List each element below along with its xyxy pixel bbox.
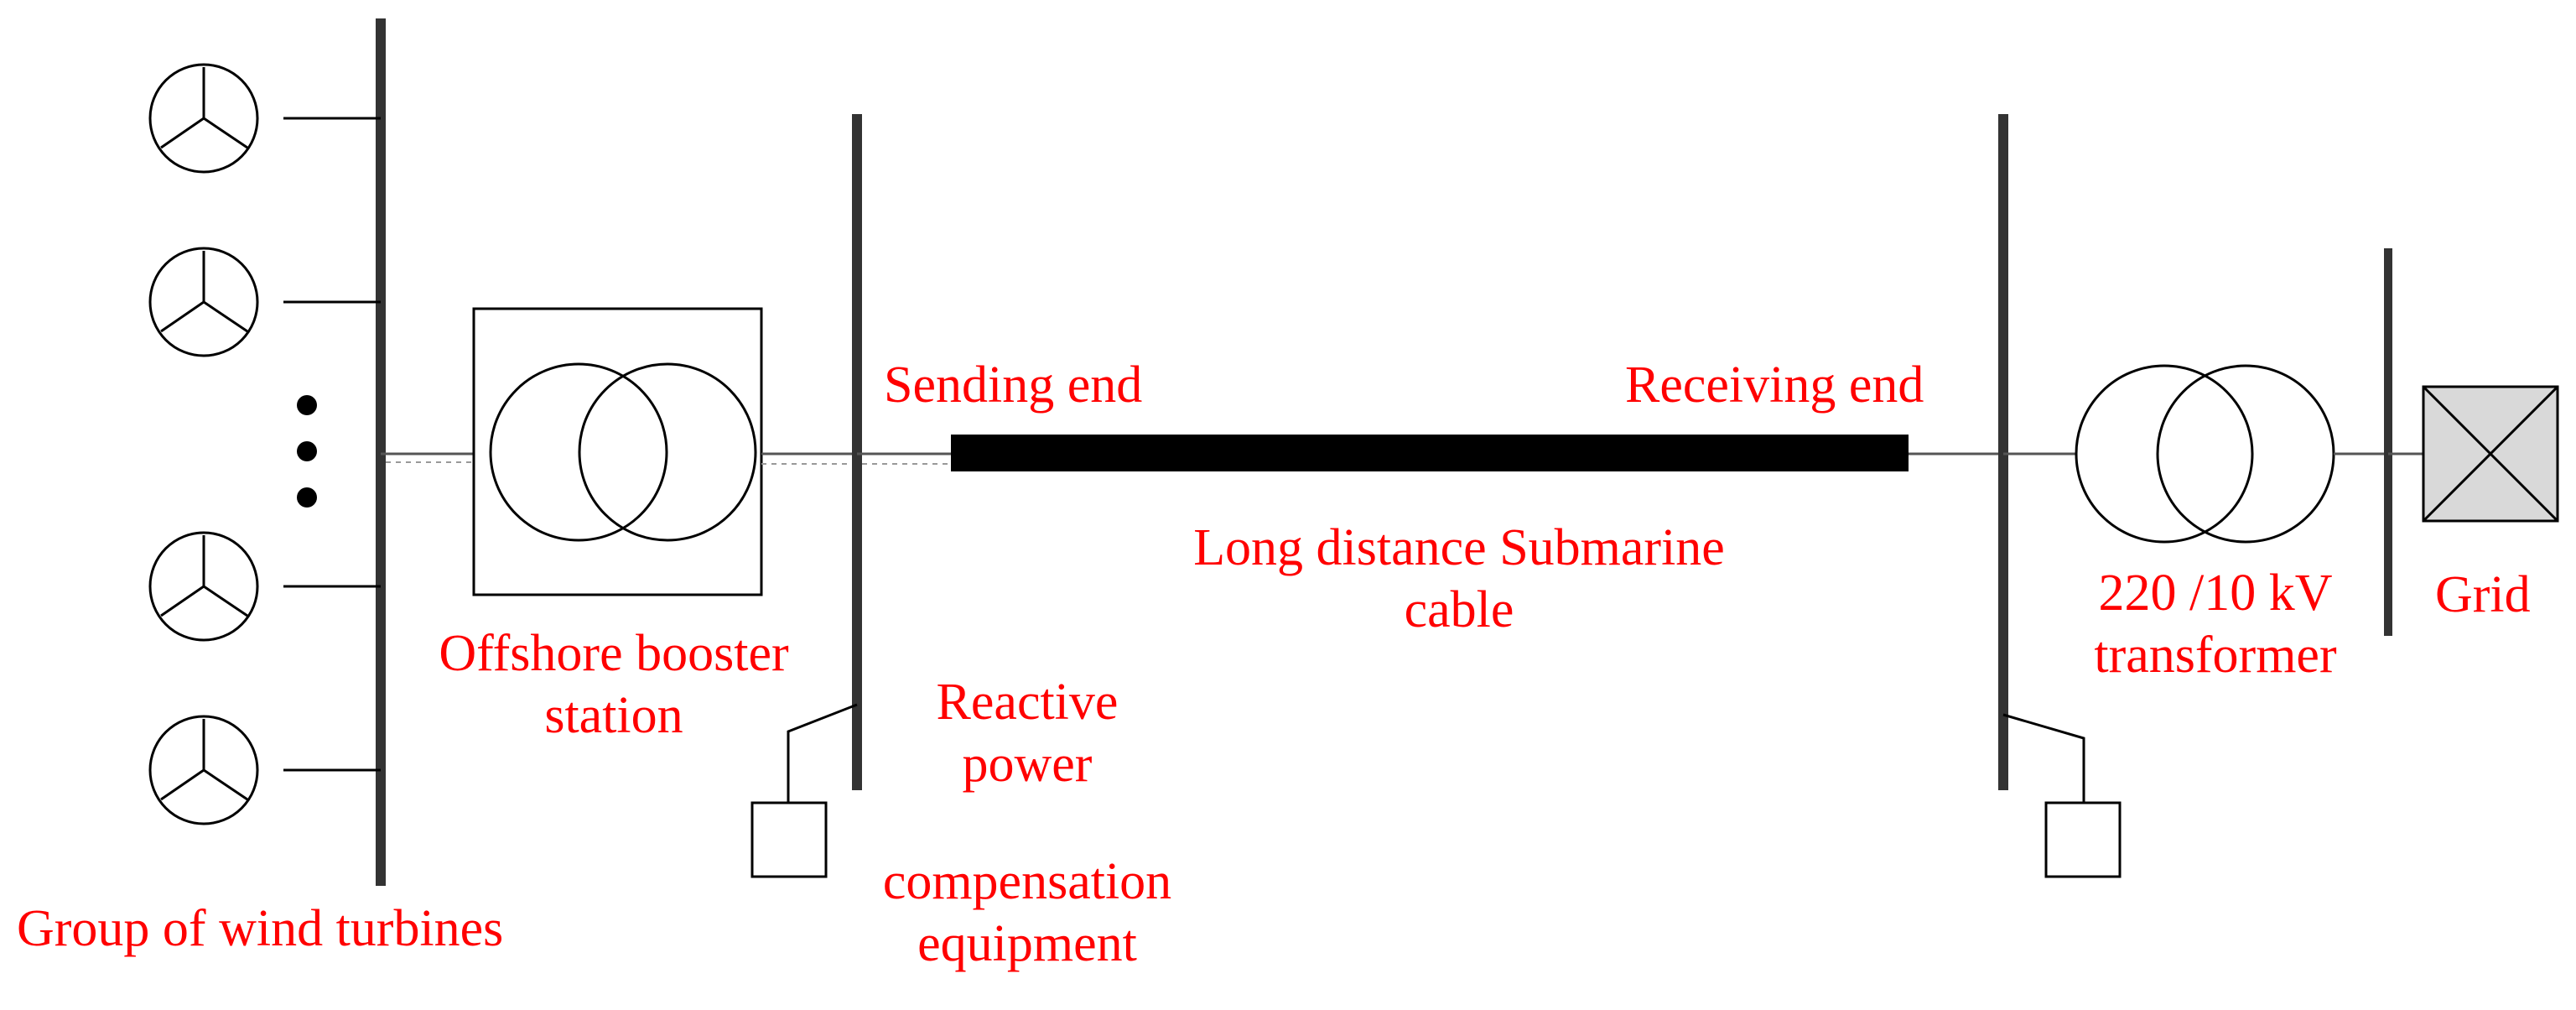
wind-turbine-3: [148, 531, 381, 642]
receiving-compensator: [2002, 713, 2122, 878]
reactive-power-label-line2: power: [962, 736, 1093, 793]
vertical-ellipsis-icon: [297, 395, 317, 508]
wind-turbines-label: Group of wind turbines: [17, 900, 504, 957]
submarine-cable-label-line1: Long distance Submarine: [1193, 519, 1725, 576]
submarine-cable: [951, 435, 1909, 471]
booster-station-label: Offshore booster station: [387, 622, 840, 747]
grid-source-icon: [2422, 385, 2559, 523]
reactive-power-label: Reactive power: [872, 671, 1182, 795]
receiving-end-label: Receiving end: [1625, 357, 1924, 414]
reactive-power-label-line1: Reactive: [936, 674, 1119, 731]
compensator-box-icon: [2044, 801, 2122, 878]
compensation-equipment-label: compensation equipment: [839, 851, 1216, 975]
booster-station-box: [472, 307, 763, 596]
sending-end-label: Sending end: [884, 357, 1143, 414]
booster-station-label-line2: station: [544, 687, 683, 744]
wind-turbine-4: [148, 715, 381, 825]
compensation-label-line2: equipment: [917, 915, 1137, 972]
transformer-icon: [489, 362, 757, 542]
grid-label: Grid: [2435, 566, 2531, 623]
wind-turbine-1: [148, 63, 381, 174]
wind-turbine-2: [148, 247, 381, 357]
sending-compensator: [750, 703, 858, 878]
compensator-box-icon: [750, 801, 828, 878]
submarine-cable-label: Long distance Submarine cable: [1090, 517, 1828, 641]
booster-station-label-line1: Offshore booster: [439, 625, 789, 682]
transformer-label: 220 /10 kV transformer: [2064, 562, 2366, 686]
compensation-label-line1: compensation: [882, 853, 1172, 910]
grid-transformer: [2075, 364, 2335, 544]
transformer-label-line1: 220 /10 kV: [2098, 565, 2333, 622]
transformer-icon: [2075, 364, 2254, 544]
submarine-cable-label-line2: cable: [1404, 581, 1514, 638]
transformer-label-line2: transformer: [2094, 627, 2337, 684]
